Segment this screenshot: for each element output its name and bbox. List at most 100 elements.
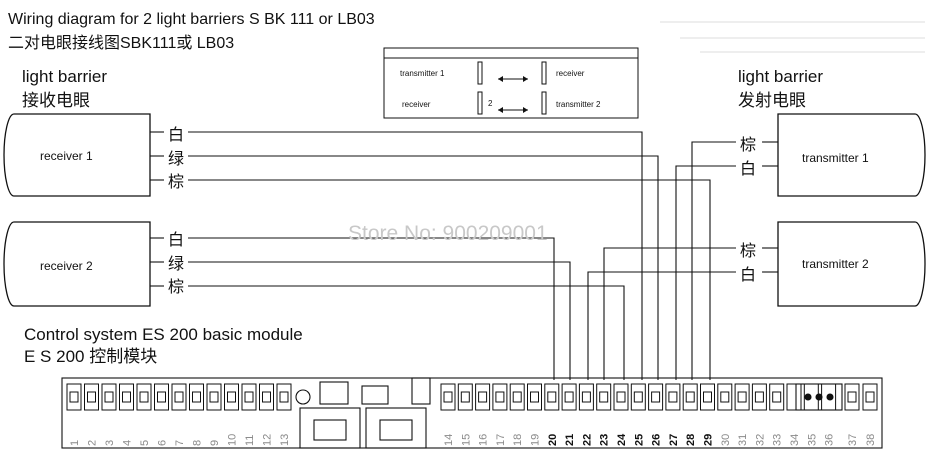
terminal-number-21: 21 <box>564 434 576 446</box>
terminal-15-screw <box>460 391 470 403</box>
wires <box>150 131 778 380</box>
terminal-number-36: 36 <box>824 434 836 446</box>
terminal-35-block <box>803 383 819 411</box>
wire-t1-brown <box>691 141 736 380</box>
control-title-cn: E S 200 控制模块 <box>24 347 157 366</box>
r1-wire-brown-label: 棕 <box>168 173 184 191</box>
terminal-4-block <box>119 383 134 411</box>
terminal-number-6: 6 <box>157 440 169 446</box>
terminal-2-block <box>84 383 99 411</box>
wire-t2-white <box>587 271 736 380</box>
terminal-37-block <box>844 383 860 411</box>
receiver-2-label: receiver 2 <box>40 259 93 273</box>
terminal-number-30: 30 <box>720 434 732 446</box>
store-watermark: Store No: 900209001 <box>348 222 548 245</box>
terminal-number-28: 28 <box>685 434 697 446</box>
transmitter-1-box: transmitter 1 <box>777 113 926 197</box>
terminal-number-26: 26 <box>651 434 663 446</box>
terminal-number-4: 4 <box>122 440 134 446</box>
terminal-number-9: 9 <box>209 440 221 446</box>
terminal-26-block <box>648 383 664 411</box>
t1-wire-brown-label: 棕 <box>740 136 756 154</box>
wire-r1-green <box>188 155 659 380</box>
terminal-number-22: 22 <box>581 434 593 446</box>
terminal-16-block <box>475 383 491 411</box>
terminal-13-block <box>276 383 292 411</box>
background-noise <box>660 21 925 53</box>
terminal-number-19: 19 <box>530 434 542 446</box>
terminal-3-screw <box>104 391 114 403</box>
terminal-24-screw <box>616 391 626 403</box>
terminal-29-block <box>700 383 715 411</box>
terminal-32-block <box>751 383 767 411</box>
wire-r2-brown <box>188 285 625 380</box>
terminal-number-7: 7 <box>174 440 186 446</box>
terminal-number-14: 14 <box>443 434 455 446</box>
terminal-number-20: 20 <box>547 434 559 446</box>
terminal-10-screw <box>227 391 236 403</box>
terminal-24-block <box>613 383 629 411</box>
terminal-number-24: 24 <box>616 433 628 446</box>
r1-wire-green-label: 绿 <box>168 150 184 168</box>
terminal-2-screw <box>87 391 96 403</box>
terminal-26-screw <box>651 391 661 403</box>
terminal-22-block <box>578 383 594 411</box>
receiver-2-box: receiver 2 <box>3 221 151 307</box>
r2-wire-green-label: 绿 <box>168 255 184 273</box>
terminal-9-block <box>206 383 222 411</box>
terminal-30-block <box>717 383 733 411</box>
terminal-5-screw <box>139 391 149 403</box>
terminal-17-screw <box>495 391 505 403</box>
terminal-number-33: 33 <box>772 434 784 446</box>
title-cn: 二对电眼接线图SBK111或 LB03 <box>8 34 234 52</box>
terminal-7-screw <box>174 391 184 403</box>
terminal-37-screw <box>847 391 857 403</box>
title-en: Wiring diagram for 2 light barriers S BK… <box>8 11 375 28</box>
terminal-27-screw <box>668 391 678 403</box>
terminal-28-screw <box>685 391 695 403</box>
terminal-25-screw <box>633 391 643 403</box>
terminal-number-3: 3 <box>104 440 116 446</box>
receiver-1-label: receiver 1 <box>40 149 93 163</box>
terminal-32-screw <box>754 391 764 403</box>
terminal-number-13: 13 <box>279 434 291 446</box>
terminal-number-34: 34 <box>789 434 801 446</box>
terminal-11-screw <box>244 391 254 403</box>
terminal-number-8: 8 <box>192 440 204 446</box>
r1-wire-white-label: 白 <box>168 126 184 144</box>
terminal-number-1: 1 <box>69 440 81 446</box>
terminal-number-31: 31 <box>737 434 749 446</box>
wire-r1-brown <box>188 179 711 380</box>
terminal-number-2: 2 <box>87 440 99 446</box>
terminal-number-23: 23 <box>599 434 611 446</box>
t2-wire-white-label: 白 <box>740 266 756 284</box>
terminal-38-block <box>862 383 878 411</box>
terminal-number-27: 27 <box>668 434 680 446</box>
terminal-21-block <box>561 383 577 411</box>
terminal-10-block <box>224 383 239 411</box>
terminal-38-screw <box>865 391 875 403</box>
terminal-5-block <box>136 383 152 411</box>
terminal-36-block <box>821 383 837 411</box>
terminal-number-18: 18 <box>512 434 524 446</box>
terminal-number-5: 5 <box>139 440 151 446</box>
terminal-4-screw <box>122 391 131 403</box>
terminal-33-screw <box>772 391 782 403</box>
terminal-13-screw <box>279 391 289 403</box>
transmitter-2-box: transmitter 2 <box>777 221 926 307</box>
control-module <box>61 377 883 449</box>
terminal-29-screw <box>703 391 712 403</box>
inset-diagram: transmitter 1 receiver receiver transmit… <box>383 47 639 119</box>
terminal-31-block <box>734 383 750 411</box>
inset-transmitter-2: transmitter 2 <box>556 100 601 109</box>
right-group-cn: 发射电眼 <box>738 91 806 110</box>
terminal-19-block <box>527 383 542 411</box>
terminal-20-screw <box>547 391 557 403</box>
transmitter-1-label: transmitter 1 <box>802 151 869 165</box>
inset-receiver-bottom: receiver <box>402 100 431 109</box>
terminal-8-block <box>189 383 204 411</box>
terminal-21-screw <box>564 391 574 403</box>
terminal-6-block <box>154 383 169 411</box>
